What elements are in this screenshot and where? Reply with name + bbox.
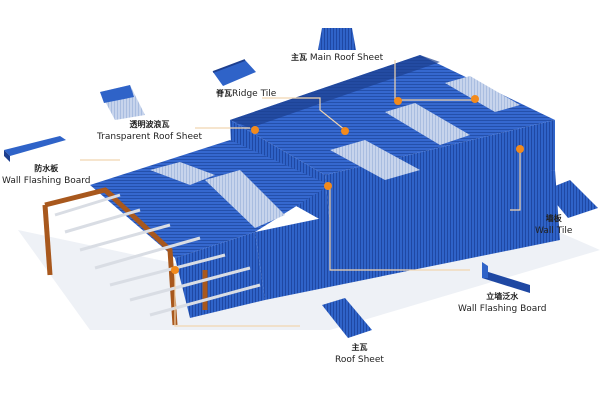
transparent-roof-sheet-thumbnail (100, 85, 145, 120)
wall-side-right (255, 170, 560, 300)
purlins (54, 193, 261, 317)
wall-tile-thumbnail (545, 180, 598, 218)
label-roof-sheet: 主瓦 Roof Sheet (335, 343, 384, 365)
transparent-strip (150, 162, 215, 185)
ridge-tile-thumbnail (212, 59, 256, 86)
transparent-strip (385, 103, 470, 145)
main-roof-sheet-thumbnail (318, 28, 356, 50)
wall-flashing-board-thumbnail-right (482, 262, 530, 293)
wall-flashing-board-thumbnail-left (4, 136, 66, 162)
transparent-strip (330, 140, 420, 180)
label-wall-tile: 墙板 Wall Tile (535, 214, 573, 236)
wall-upper-side (325, 120, 555, 225)
label-transparent-roof-sheet: 透明波浪瓦 Transparent Roof Sheet (97, 120, 203, 142)
label-ridge-tile: 脊瓦Ridge Tile (216, 89, 277, 99)
leader-lines (80, 60, 521, 327)
transparent-strip (445, 76, 520, 112)
roof-sheet-thumbnail (322, 298, 372, 338)
transparent-strip (205, 170, 285, 228)
callout-dots (171, 95, 524, 274)
label-wall-flashing-board-right: 立墙泛水 Wall Flashing Board (458, 292, 547, 314)
upper-roof-ridge (230, 55, 440, 128)
label-wall-flashing-board-left: 防水板 Wall Flashing Board (2, 164, 91, 186)
label-main-roof-sheet: 主瓦 Main Roof Sheet (291, 53, 384, 63)
